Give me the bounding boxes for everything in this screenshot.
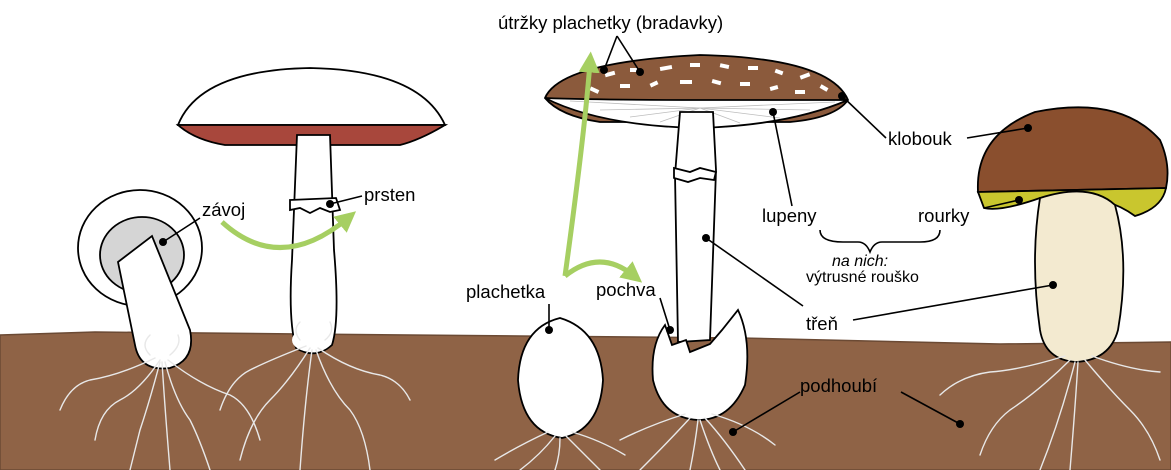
label-zavoj: závoj	[202, 199, 245, 220]
stem-4	[675, 112, 716, 342]
bolete-cap	[978, 107, 1168, 192]
label-rourky: rourky	[918, 205, 970, 226]
label-vytrusne-rousko: výtrusné rouško	[806, 269, 919, 286]
cap-2	[178, 68, 445, 125]
label-tren: třeň	[806, 313, 838, 334]
label-plachetka: plachetka	[466, 281, 546, 302]
label-klobouk: klobouk	[888, 128, 953, 149]
label-prsten: prsten	[364, 184, 415, 205]
label-pochva: pochva	[596, 279, 656, 300]
bolete-stem	[1035, 191, 1123, 362]
label-podhoubi: podhoubí	[800, 375, 878, 396]
label-lupeny: lupeny	[762, 205, 817, 226]
label-utrzky: útržky plachetky (bradavky)	[498, 12, 723, 33]
stem-tear	[674, 168, 716, 182]
label-na-nich: na nich:	[832, 253, 888, 270]
arrow-plachetka-to-pochva	[565, 262, 634, 276]
